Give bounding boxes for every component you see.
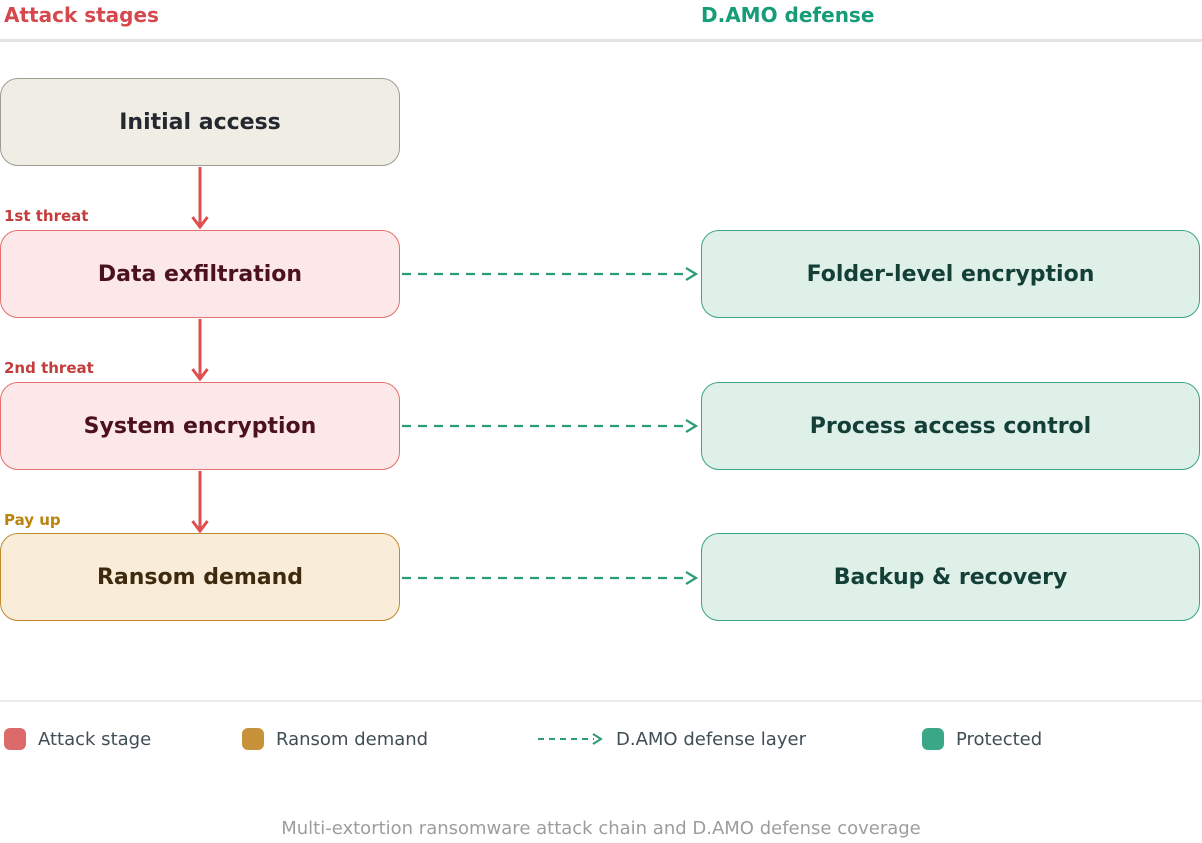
stage-label: Ransom demand	[96, 564, 304, 590]
stage-node-data-exfiltration: Data exfiltration	[0, 230, 400, 318]
stage-label: Initial access	[119, 109, 281, 135]
stage-node-system-encryption: System encryption	[0, 382, 400, 470]
legend-label: Protected	[956, 728, 1043, 750]
legend-dashed-arrow-icon	[538, 733, 603, 745]
legend-label: D.AMO defense layer	[616, 728, 806, 750]
stage-label: Data exfiltration	[97, 261, 303, 287]
stage-node-ransom-demand: Ransom demand	[0, 533, 400, 621]
defense-node-process-access-control: Process access control	[701, 382, 1200, 470]
defense-node-backup-recovery: Backup & recovery	[701, 533, 1200, 621]
stage-label: System encryption	[83, 413, 317, 439]
defense-link-dashed-arrow-icon	[402, 419, 699, 433]
figure-caption: Multi-extortion ransomware attack chain …	[281, 818, 921, 839]
header-divider	[0, 39, 1202, 42]
legend-swatch-ransom-demand	[242, 728, 264, 750]
stage-node-initial-access: Initial access	[0, 78, 400, 166]
column-header-defense: D.AMO defense	[701, 3, 875, 27]
column-header-attack: Attack stages	[4, 3, 159, 27]
defense-node-folder-level-encryption: Folder-level encryption	[701, 230, 1200, 318]
legend-swatch-protected	[922, 728, 944, 750]
defense-link-dashed-arrow-icon	[402, 267, 699, 281]
legend-swatch-attack-stage	[4, 728, 26, 750]
stage-tag-pay-up: Pay up	[4, 511, 61, 529]
defense-label: Backup & recovery	[833, 564, 1068, 590]
legend-divider	[0, 700, 1202, 702]
legend-item-defense-layer: D.AMO defense layer	[538, 726, 806, 752]
defense-label: Folder-level encryption	[806, 261, 1095, 287]
defense-label: Process access control	[809, 413, 1092, 439]
defense-link-dashed-arrow-icon	[402, 571, 699, 585]
legend-label: Ransom demand	[276, 728, 429, 750]
stage-tag-second-threat: 2nd threat	[4, 359, 94, 377]
attack-flow-down-arrow-icon	[191, 167, 209, 230]
legend-label: Attack stage	[38, 728, 152, 750]
legend-item-attack-stage: Attack stage	[4, 726, 151, 752]
stage-tag-first-threat: 1st threat	[4, 207, 89, 225]
legend-item-ransom-demand: Ransom demand	[242, 726, 428, 752]
attack-flow-down-arrow-icon	[191, 319, 209, 382]
legend-item-protected: Protected	[922, 726, 1042, 752]
attack-flow-down-arrow-icon	[191, 471, 209, 534]
